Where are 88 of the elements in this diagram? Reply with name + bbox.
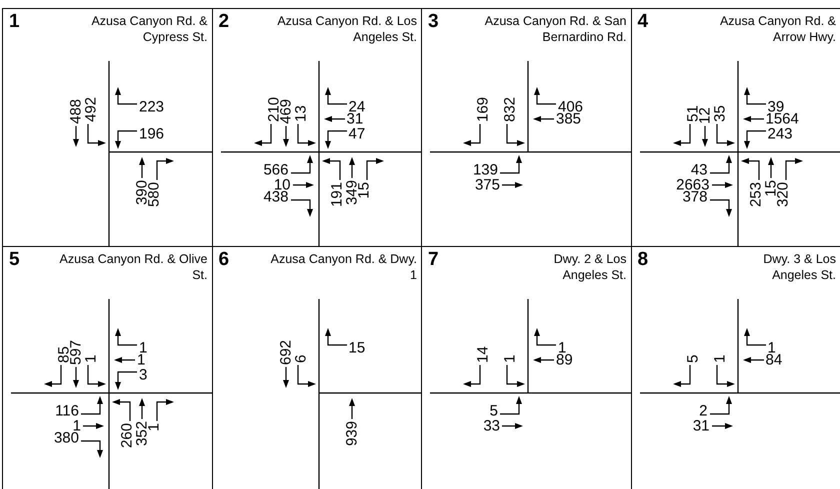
traffic-volume: 1 <box>139 340 148 356</box>
intersection-panel <box>2 246 214 489</box>
traffic-volume: 488 <box>68 98 84 124</box>
traffic-volume: 5 <box>490 404 498 418</box>
traffic-volume: 390 <box>134 180 150 206</box>
intersection-name: Azusa Canyon Rd. & Arrow Hwy. <box>718 13 836 45</box>
traffic-volume: 3 <box>139 368 148 382</box>
panel-number: 2 <box>218 12 230 32</box>
traffic-volume: 2 <box>699 404 708 418</box>
traffic-volume: 1 <box>146 423 162 432</box>
traffic-volume: 385 <box>556 112 582 126</box>
traffic-volume: 51 <box>685 105 700 122</box>
intersection-name: Azusa Canyon Rd. & Cypress St. <box>90 13 208 45</box>
traffic-volume: 191 <box>329 182 344 208</box>
traffic-volume: 492 <box>84 96 98 122</box>
intersection-name: Azusa Canyon Rd. & Olive St. <box>58 251 208 283</box>
traffic-volume: 1 <box>502 354 518 363</box>
traffic-volume: 139 <box>472 162 498 178</box>
traffic-volume: 10 <box>274 178 290 192</box>
intersection-panel <box>212 246 423 489</box>
panel-number: 7 <box>428 250 439 270</box>
traffic-volume: 378 <box>682 190 708 204</box>
panel-number: 1 <box>9 12 20 32</box>
intersection-panel <box>212 8 423 246</box>
panel-number: 3 <box>428 12 439 32</box>
traffic-volume: 2663 <box>676 178 710 192</box>
traffic-volume: 692 <box>278 340 293 365</box>
traffic-volume: 1 <box>768 340 776 356</box>
panel-number: 6 <box>218 250 230 270</box>
traffic-volume: 89 <box>556 352 573 368</box>
traffic-volume: 116 <box>55 404 79 418</box>
traffic-volume: 380 <box>54 430 79 446</box>
traffic-volume: 352 <box>134 421 150 446</box>
traffic-volume: 580 <box>146 182 162 208</box>
intersection-name: Dwy. 2 & Los Angeles St. <box>552 251 626 283</box>
traffic-volume: 406 <box>558 100 584 114</box>
intersection-name: Azusa Canyon Rd. & San Bernardino Rd. <box>484 13 626 45</box>
traffic-volume: 31 <box>346 112 364 126</box>
traffic-volume: 597 <box>68 340 84 365</box>
traffic-volume: 253 <box>748 182 763 208</box>
traffic-volume: 566 <box>263 162 288 178</box>
traffic-volume: 15 <box>348 340 366 356</box>
intersection-panel <box>421 8 632 246</box>
traffic-volume: 349 <box>344 180 359 206</box>
traffic-volume: 13 <box>293 105 308 122</box>
traffic-volume: 1 <box>84 354 98 363</box>
intersection-panel <box>421 246 632 489</box>
intersection-panel <box>2 8 214 246</box>
traffic-volume: 85 <box>56 346 72 363</box>
traffic-volume: 210 <box>266 96 281 122</box>
panel-number: 8 <box>638 250 648 270</box>
traffic-volume: 39 <box>768 100 784 114</box>
traffic-volume: 24 <box>348 100 366 114</box>
traffic-volume: 196 <box>139 126 164 142</box>
traffic-volume: 6 <box>293 354 308 363</box>
traffic-volume: 243 <box>768 126 793 142</box>
traffic-volume: 31 <box>692 418 710 434</box>
traffic-volume: 469 <box>278 98 293 124</box>
traffic-volume: 15 <box>356 182 371 199</box>
traffic-volume: 320 <box>775 182 790 208</box>
traffic-volume: 223 <box>139 100 164 114</box>
traffic-volume: 15 <box>763 180 778 197</box>
traffic-volume: 1 <box>712 354 727 363</box>
traffic-volume: 438 <box>263 190 288 204</box>
intersection-panel <box>630 246 840 489</box>
panel-number: 4 <box>638 12 648 32</box>
traffic-volume: 939 <box>344 421 359 446</box>
traffic-volume: 1564 <box>766 112 799 126</box>
intersection-name: Azusa Canyon Rd. & Dwy. 1 <box>270 251 417 283</box>
traffic-volume: 1 <box>137 352 146 368</box>
traffic-volume: 43 <box>690 162 708 178</box>
traffic-volume: 33 <box>483 418 500 434</box>
traffic-volume: 375 <box>474 178 500 192</box>
traffic-volume: 47 <box>348 126 366 142</box>
traffic-volume: 1 <box>72 418 81 434</box>
traffic-volume: 35 <box>712 105 727 122</box>
intersection-name: Azusa Canyon Rd. & Los Angeles St. <box>276 13 417 45</box>
traffic-volume: 12 <box>697 107 712 124</box>
traffic-volume: 260 <box>120 423 134 448</box>
panel-number: 5 <box>9 250 20 270</box>
traffic-volume: 5 <box>685 354 700 363</box>
traffic-volume: 169 <box>476 96 490 122</box>
intersection-panel <box>630 8 840 246</box>
intersection-name: Dwy. 3 & Los Angeles St. <box>762 251 836 283</box>
traffic-volume: 84 <box>766 352 782 368</box>
traffic-volume: 14 <box>476 346 490 363</box>
traffic-volume: 1 <box>558 340 566 356</box>
traffic-volume: 832 <box>502 96 518 122</box>
